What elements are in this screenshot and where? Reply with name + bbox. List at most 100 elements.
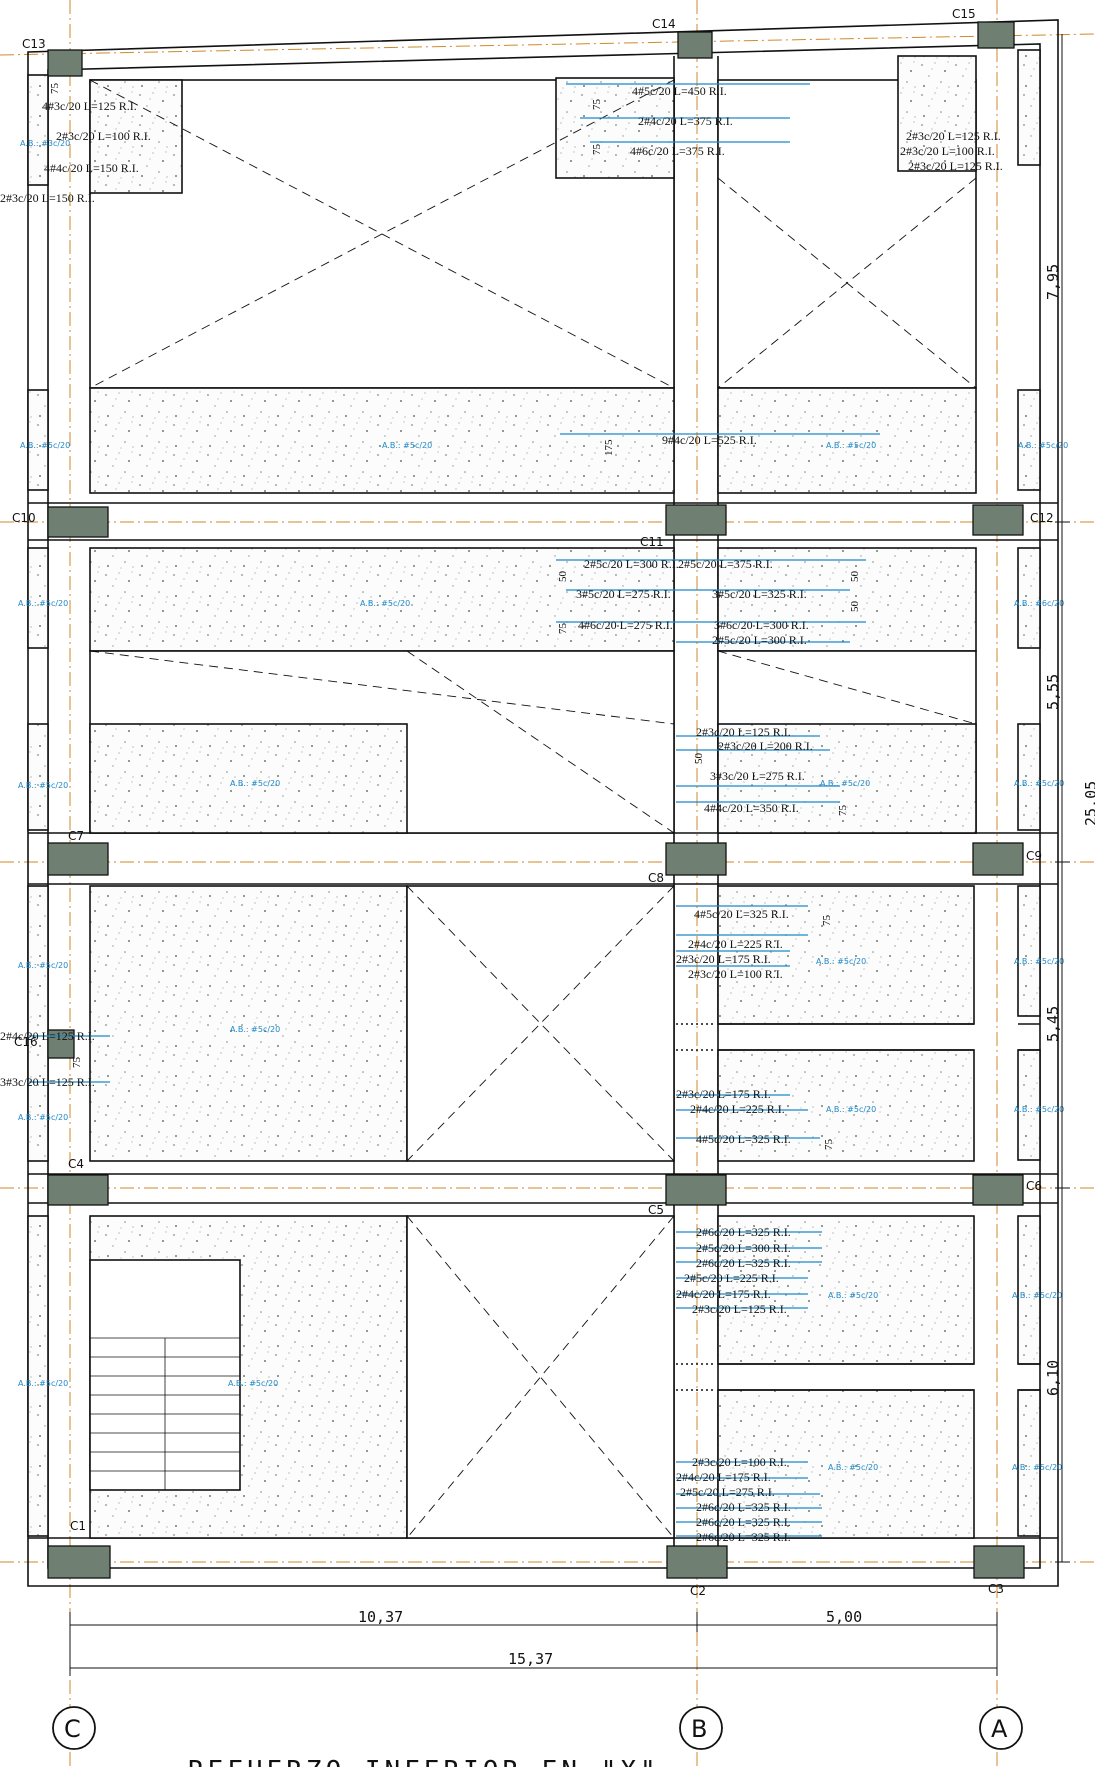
column-c16 — [47, 1029, 75, 1059]
ab-label: A.B.: #3c/20 — [20, 139, 70, 148]
dim-total-height: 25,05 — [1082, 781, 1095, 826]
ab-label: A.B.: #5c/20 — [18, 781, 68, 790]
rebar-note: 2#3c/20 L=125 R.I. — [692, 1302, 787, 1316]
rebar-note: 4#5c/20 L=450 R.I. — [632, 84, 727, 98]
label-c11: C11 — [640, 535, 664, 549]
dim-span2: 5,55 — [1044, 674, 1062, 710]
rebar-note: 3#6c/20 L=300 R.I. — [714, 618, 809, 632]
column-c15 — [977, 21, 1015, 49]
rebar-note: 2#3c/20 L=175 R.I. — [676, 1087, 771, 1101]
ext-50: 50 — [849, 601, 861, 613]
ab-label: A.B.: #5c/20 — [360, 599, 410, 608]
rebar-note: 4#6c/20 L=275 R.I. — [578, 618, 673, 632]
ab-label: A.B.: #5c/20 — [228, 1379, 278, 1388]
ext-50: 50 — [849, 571, 861, 583]
ab-label: A.B.: #5c/20 — [18, 961, 68, 970]
ab-label: A.B.: #5c/20 — [826, 441, 876, 450]
column-c3 — [973, 1545, 1025, 1579]
rebar-note: 2#5c/20 L=275 R.I. — [680, 1485, 775, 1499]
column-c6 — [972, 1174, 1024, 1206]
label-c15: C15 — [952, 7, 976, 21]
ext-175: 175 — [603, 439, 615, 456]
column-c13 — [47, 49, 83, 77]
rebar-note: 3#5c/20 L=275 R.I. — [576, 587, 671, 601]
dim-bay-left: 10,37 — [358, 1608, 403, 1626]
dim-span3: 5,45 — [1044, 1006, 1062, 1042]
column-c9 — [972, 842, 1024, 876]
label-c2: C2 — [690, 1584, 706, 1598]
rebar-note: 2#6c/20 L=325 R.I. — [696, 1256, 791, 1270]
column-blocks — [47, 21, 1025, 1579]
ext-75: 75 — [591, 144, 603, 156]
axis-letters: C B A — [64, 1715, 1008, 1743]
label-c13: C13 — [22, 37, 46, 51]
rebar-note: 2#5c/20 L=225 R.I. — [684, 1271, 779, 1285]
ab-label: A.B.: #5c/20 — [1014, 779, 1064, 788]
ext-50: 50 — [693, 753, 705, 765]
ab-label: A.B.: #5c/20 — [826, 1105, 876, 1114]
column-c5 — [665, 1174, 727, 1206]
column-c10 — [47, 506, 109, 538]
dimension-texts: 10,37 5,00 15,37 7,95 5,55 5,45 6,10 25,… — [358, 264, 1095, 1668]
rebar-note: 2#3c/20 L=100 R.I. — [900, 144, 995, 158]
rebar-note: 2#3c/20 L=125 R.I. — [696, 725, 791, 739]
ab-label: A.B.: #5c/20 — [18, 599, 68, 608]
column-c1 — [47, 1545, 111, 1579]
dimension-lines — [69, 34, 1070, 1676]
column-c8 — [665, 842, 727, 876]
rebar-note: 2#4c/20 L=175 R.I. — [676, 1470, 771, 1484]
drawing-title: REFUERZO INFERIOR EN "X" — [188, 1756, 660, 1767]
voids — [89, 79, 977, 1539]
rebar-note: 2#5c/20 L=375 R.I. — [678, 557, 773, 571]
label-c6: C6 — [1026, 1179, 1042, 1193]
ab-label: A.B.: #5c/20 — [18, 1113, 68, 1122]
axis-bubbles — [52, 1706, 1023, 1750]
ext-75: 75 — [49, 83, 61, 95]
ab-label: A.B.: #5c/20 — [382, 441, 432, 450]
label-c16: C16 — [14, 1035, 38, 1049]
rebar-note: 2#3c/20 L=175 R.I. — [676, 952, 771, 966]
ab-label: A.B.: #5c/20 — [820, 779, 870, 788]
rebar-note: 2#4c/20 L=375 R.I. — [638, 114, 733, 128]
column-c11 — [665, 504, 727, 536]
label-c7: C7 — [68, 829, 84, 843]
ab-label: A.B.: #5c/20 — [816, 957, 866, 966]
rebar-note: 9#4c/20 L=525 R.I. — [662, 433, 757, 447]
rebar-note: 4#6c/20 L=375 R.I. — [630, 144, 725, 158]
column-c7 — [47, 842, 109, 876]
rebar-lines — [28, 83, 880, 1537]
rebar-note: 2#3c/20 L=125 R.I. — [906, 129, 1001, 143]
rebar-note: 2#4c/20 L=175 R.I. — [676, 1287, 771, 1301]
label-c3: C3 — [988, 1582, 1004, 1596]
rebar-note: 4#5c/20 L=325 R.I. — [694, 907, 789, 921]
dim-total-width: 15,37 — [508, 1650, 553, 1668]
ext-75: 75 — [837, 805, 849, 817]
ab-label: A.B.: #5c/20 — [18, 1379, 68, 1388]
partitions — [718, 1023, 1040, 1391]
ab-label: A.B.: #6c/20 — [1014, 599, 1064, 608]
rebar-note: 3#5c/20 L=325 R.I. — [712, 587, 807, 601]
rebar-note: 2#3c/20 L=100 R.I. — [688, 967, 783, 981]
label-c8: C8 — [648, 871, 664, 885]
label-c12: C12 — [1030, 511, 1054, 525]
stair — [90, 1337, 240, 1490]
rebar-note: 4#5c/20 L=325 R.I. — [696, 1132, 791, 1146]
ext-75: 75 — [71, 1057, 83, 1069]
ab-label: A.B.: #5c/20 — [230, 1025, 280, 1034]
column-c14 — [677, 31, 713, 59]
rebar-note: 4#3c/20 L=125 R.I. — [42, 99, 137, 113]
ab-label: A.B.: #5c/20 — [1018, 441, 1068, 450]
ext-75: 75 — [591, 99, 603, 111]
rebar-note: 2#4c/20 L=225 R.I. — [690, 1102, 785, 1116]
column-c2 — [666, 1545, 728, 1579]
ext-75: 75 — [823, 1139, 835, 1151]
column-labels: C13 C14 C15 C10 C11 C12 C7 C8 C9 C16 C4 … — [12, 7, 1054, 1598]
label-c4: C4 — [68, 1157, 84, 1171]
dim-bay-right: 5,00 — [826, 1608, 862, 1626]
dotted-marks — [676, 1023, 714, 1391]
ext-75: 75 — [557, 623, 569, 635]
rebar-note: 2#3c/20 L=200 R.I. — [718, 739, 813, 753]
ext-75: 75 — [821, 915, 833, 927]
extension-marks: 75 75 75 175 50 50 75 50 50 75 75 75 75 — [49, 83, 861, 1151]
rebar-note: 2#6c/20 L=325 R.I. — [696, 1500, 791, 1514]
